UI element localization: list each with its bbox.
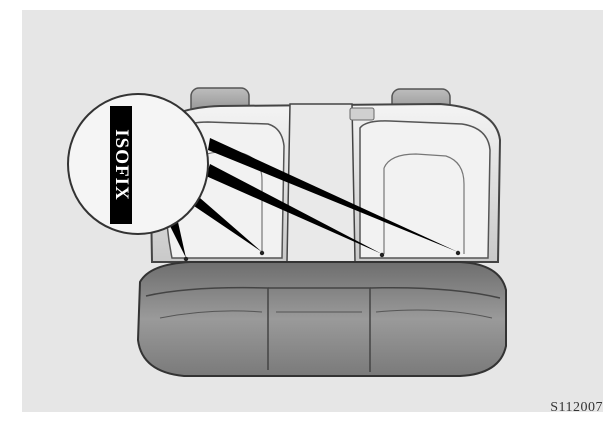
isofix-label-box: ISOFIX [110,106,132,224]
figure-code: S112007 [550,400,603,415]
isofix-pointers [170,138,458,258]
isofix-anchors [183,250,461,262]
isofix-label: ISOFIX [111,129,132,201]
seat-cushion [136,261,507,377]
seat-back [148,102,502,263]
rear-seat-illustration [67,87,507,377]
callout-circle [67,93,209,235]
